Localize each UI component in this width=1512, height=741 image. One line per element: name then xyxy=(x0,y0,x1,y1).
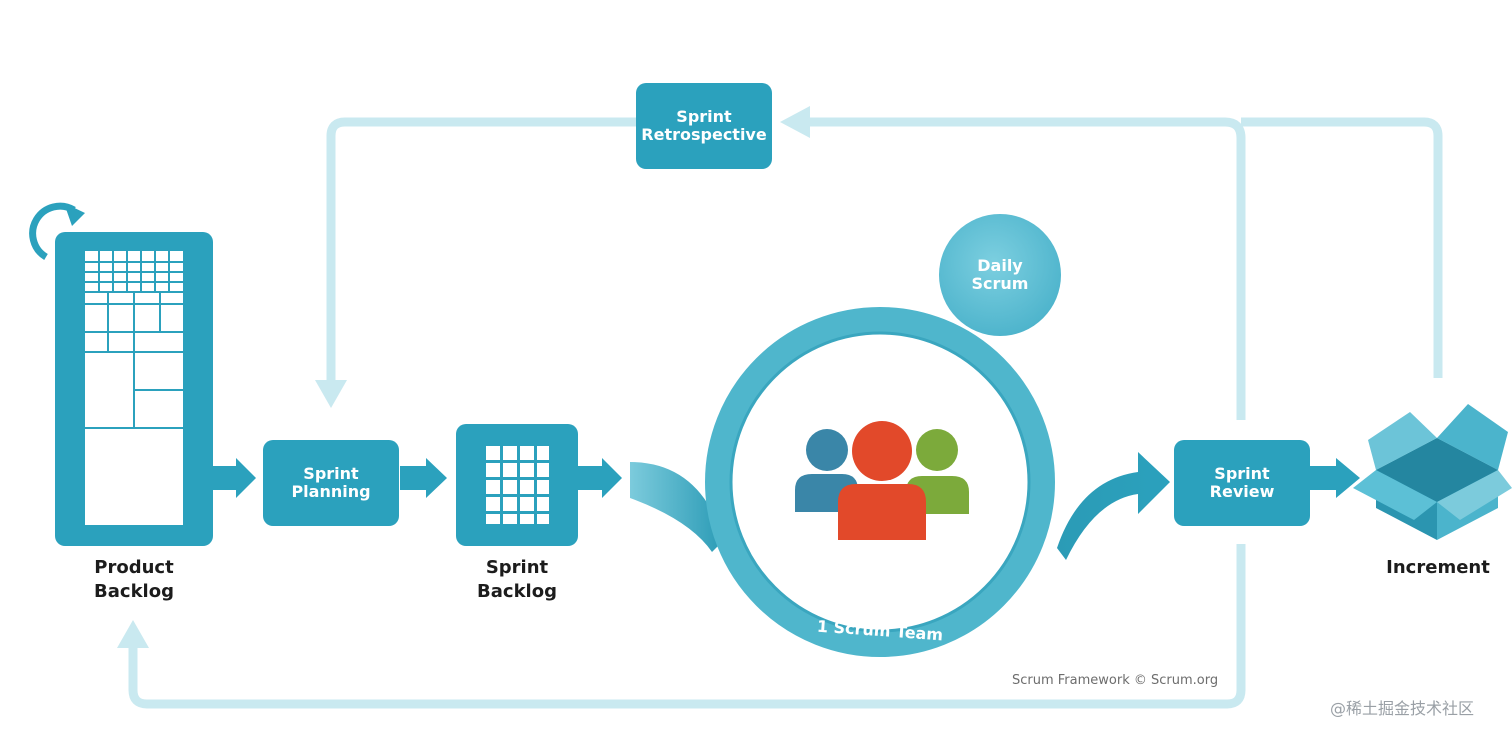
arrow-review-to-increment xyxy=(1310,458,1360,498)
product-backlog-icon xyxy=(29,202,213,546)
credit-text: Scrum Framework © Scrum.org xyxy=(1012,673,1219,688)
sprint-review-label-line1: Sprint xyxy=(1214,464,1270,483)
arrow-sprint-backlog-to-sprint xyxy=(578,458,622,498)
sprint-backlog-label-line2: Backlog xyxy=(477,581,557,602)
review-to-backlog-line xyxy=(128,544,1246,709)
daily-scrum-label-line2: Scrum xyxy=(971,274,1029,293)
sprint-retrospective-label-line1: Sprint xyxy=(676,107,732,126)
retro-arrowhead xyxy=(780,106,810,138)
arrow-backlog-to-planning xyxy=(213,458,256,498)
sprint-retrospective-label: Sprint Retrospective xyxy=(636,108,772,144)
increment-loop-line xyxy=(1241,117,1443,378)
refine-cycle-icon xyxy=(29,202,76,261)
sprint-review-label-line2: Review xyxy=(1209,482,1275,501)
planning-arrowhead xyxy=(315,380,347,408)
daily-scrum-circle xyxy=(939,214,1061,336)
daily-scrum-label: Daily Scrum xyxy=(950,257,1050,293)
sprint-review-box xyxy=(1174,440,1310,526)
backlog-arrowhead xyxy=(117,620,149,648)
sprint-planning-box xyxy=(263,440,399,526)
daily-scrum-label-line1: Daily xyxy=(977,256,1023,275)
sprint-cycle-ring xyxy=(705,307,1055,657)
increment-box-icon xyxy=(1353,404,1512,540)
feedback-loops xyxy=(128,117,1443,709)
retro-to-planning-line xyxy=(326,117,636,382)
product-backlog-label: Product Backlog xyxy=(64,556,204,604)
sprint-planning-label: Sprint Planning xyxy=(263,465,399,501)
sprint-outflow xyxy=(1057,452,1170,560)
sprint-planning-label-line1: Sprint xyxy=(303,464,359,483)
sprint-planning-label-line2: Planning xyxy=(291,482,371,501)
scrum-team-icon xyxy=(795,421,969,540)
increment-label-text: Increment xyxy=(1386,557,1490,578)
flow-arrows xyxy=(213,458,1360,498)
person-red-icon xyxy=(838,421,926,540)
sprint-backlog-label: Sprint Backlog xyxy=(447,556,587,604)
sprint-retrospective-label-line2: Retrospective xyxy=(641,125,767,144)
product-backlog-label-line2: Backlog xyxy=(94,581,174,602)
sprint-review-label: Sprint Review xyxy=(1174,465,1310,501)
increment-label: Increment xyxy=(1368,556,1508,580)
product-backlog-label-line1: Product xyxy=(94,557,174,578)
watermark-text: @稀土掘金技术社区 xyxy=(1330,699,1475,718)
sprint-inflow xyxy=(630,462,724,552)
sprint-backlog-label-line1: Sprint xyxy=(485,557,549,578)
sprint-retrospective-box xyxy=(636,83,772,169)
review-to-retro-line xyxy=(806,117,1246,420)
arrow-planning-to-sprint-backlog xyxy=(400,458,447,498)
sprint-backlog-icon xyxy=(456,424,578,546)
